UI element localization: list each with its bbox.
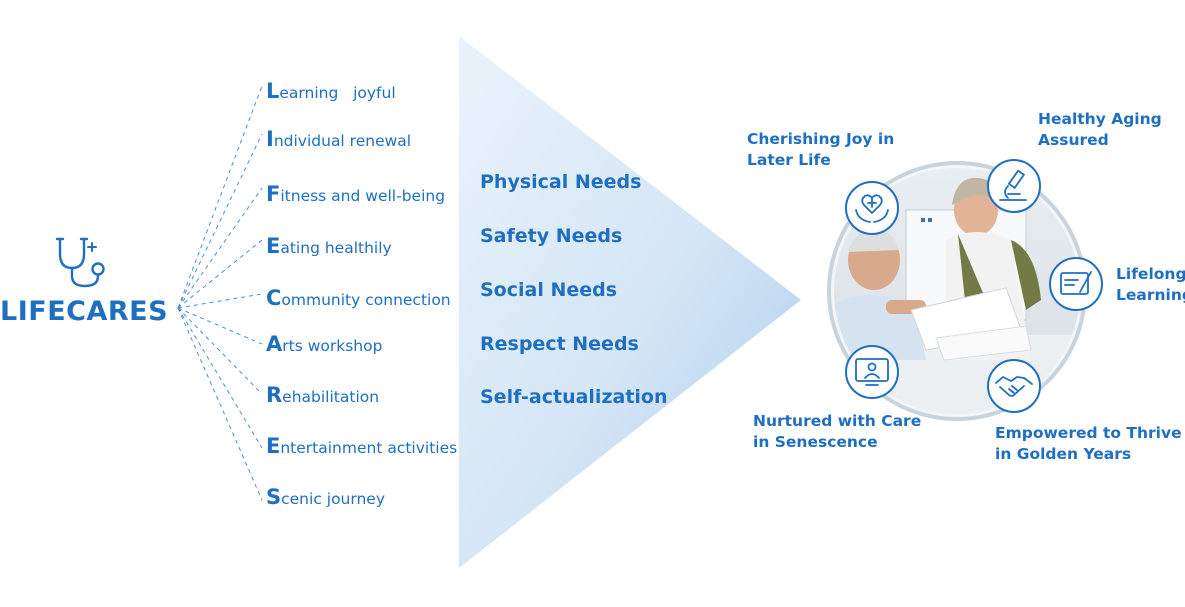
- acronym-rest: itness and well-being: [280, 187, 446, 205]
- benefit-line: Lifelong: [1116, 265, 1185, 283]
- acronym-letter: E: [266, 434, 281, 458]
- heart-hands-icon: [845, 181, 899, 235]
- connector-line: [177, 187, 263, 309]
- benefit-line: Empowered to Thrive: [995, 424, 1182, 442]
- acronym-item: Individual renewal: [266, 128, 411, 152]
- benefit-label: Healthy Aging Assured: [1038, 109, 1162, 151]
- acronym-rest: rts workshop: [282, 337, 383, 355]
- need-label: Self-actualization: [480, 386, 668, 408]
- acronym-item: Rehabilitation: [266, 384, 379, 408]
- acronym-letter: R: [266, 383, 283, 407]
- benefit-line: Healthy Aging: [1038, 110, 1162, 128]
- acronym-rest: earning joyful: [279, 84, 396, 102]
- need-label: Social Needs: [480, 279, 618, 301]
- connector-line: [177, 307, 263, 345]
- connector-line: [177, 307, 263, 449]
- need-label: Physical Needs: [480, 171, 642, 193]
- benefit-line: Nurtured with Care: [753, 412, 922, 430]
- benefit-line: Cherishing Joy in: [747, 130, 895, 148]
- acronym-rest: ndividual renewal: [273, 132, 412, 150]
- acronym-item: Entertainment activities: [266, 435, 457, 459]
- connector-line: [177, 293, 263, 309]
- acronym-item: Eating healthily: [266, 235, 392, 259]
- certificate-icon: [1049, 257, 1103, 311]
- benefit-label: Cherishing Joy in Later Life: [747, 129, 894, 171]
- microscope-icon: [987, 159, 1041, 213]
- benefit-line: in Golden Years: [995, 445, 1132, 463]
- need-label: Safety Needs: [480, 225, 623, 247]
- benefit-label: Nurtured with Care in Senescence: [753, 411, 921, 453]
- stethoscope-icon: [55, 237, 105, 288]
- acronym-rest: ating healthily: [280, 239, 392, 257]
- acronym-item: Fitness and well-being: [266, 183, 445, 207]
- acronym-letter: L: [266, 79, 280, 103]
- benefit-line: Assured: [1038, 131, 1109, 149]
- benefit-line: in Senescence: [753, 433, 878, 451]
- benefit-label: Empowered to Thrive in Golden Years: [995, 423, 1182, 465]
- acronym-rest: ommunity connection: [281, 291, 451, 309]
- connector-line: [177, 85, 263, 309]
- acronym-rest: ehabilitation: [282, 388, 380, 406]
- handshake-icon: [987, 359, 1041, 413]
- acronym-item: Arts workshop: [266, 333, 382, 357]
- acronym-letter: C: [266, 286, 282, 310]
- acronym-letter: I: [266, 127, 274, 151]
- acronym-letter: S: [266, 485, 282, 509]
- acronym-letter: E: [266, 234, 281, 258]
- connector-line: [177, 307, 263, 501]
- need-label: Respect Needs: [480, 333, 639, 355]
- benefit-label: Lifelong Learning: [1116, 264, 1185, 306]
- acronym-letter: A: [266, 332, 283, 356]
- benefit-line: Learning: [1116, 286, 1185, 304]
- connector-line: [177, 133, 263, 309]
- acronym-rest: cenic journey: [281, 490, 386, 508]
- acronym-item: Learning joyful: [266, 80, 396, 104]
- brand-title: LIFECARES: [0, 296, 169, 327]
- needs-arrow: [459, 36, 801, 568]
- doctor-screen-icon: [845, 345, 899, 399]
- acronym-rest: ntertainment activities: [280, 439, 458, 457]
- benefit-line: Later Life: [747, 151, 831, 169]
- connector-line: [177, 239, 263, 309]
- acronym-letter: F: [266, 182, 281, 206]
- acronym-item: Scenic journey: [266, 486, 385, 510]
- acronym-item: Community connection: [266, 287, 451, 311]
- connector-line: [177, 307, 263, 395]
